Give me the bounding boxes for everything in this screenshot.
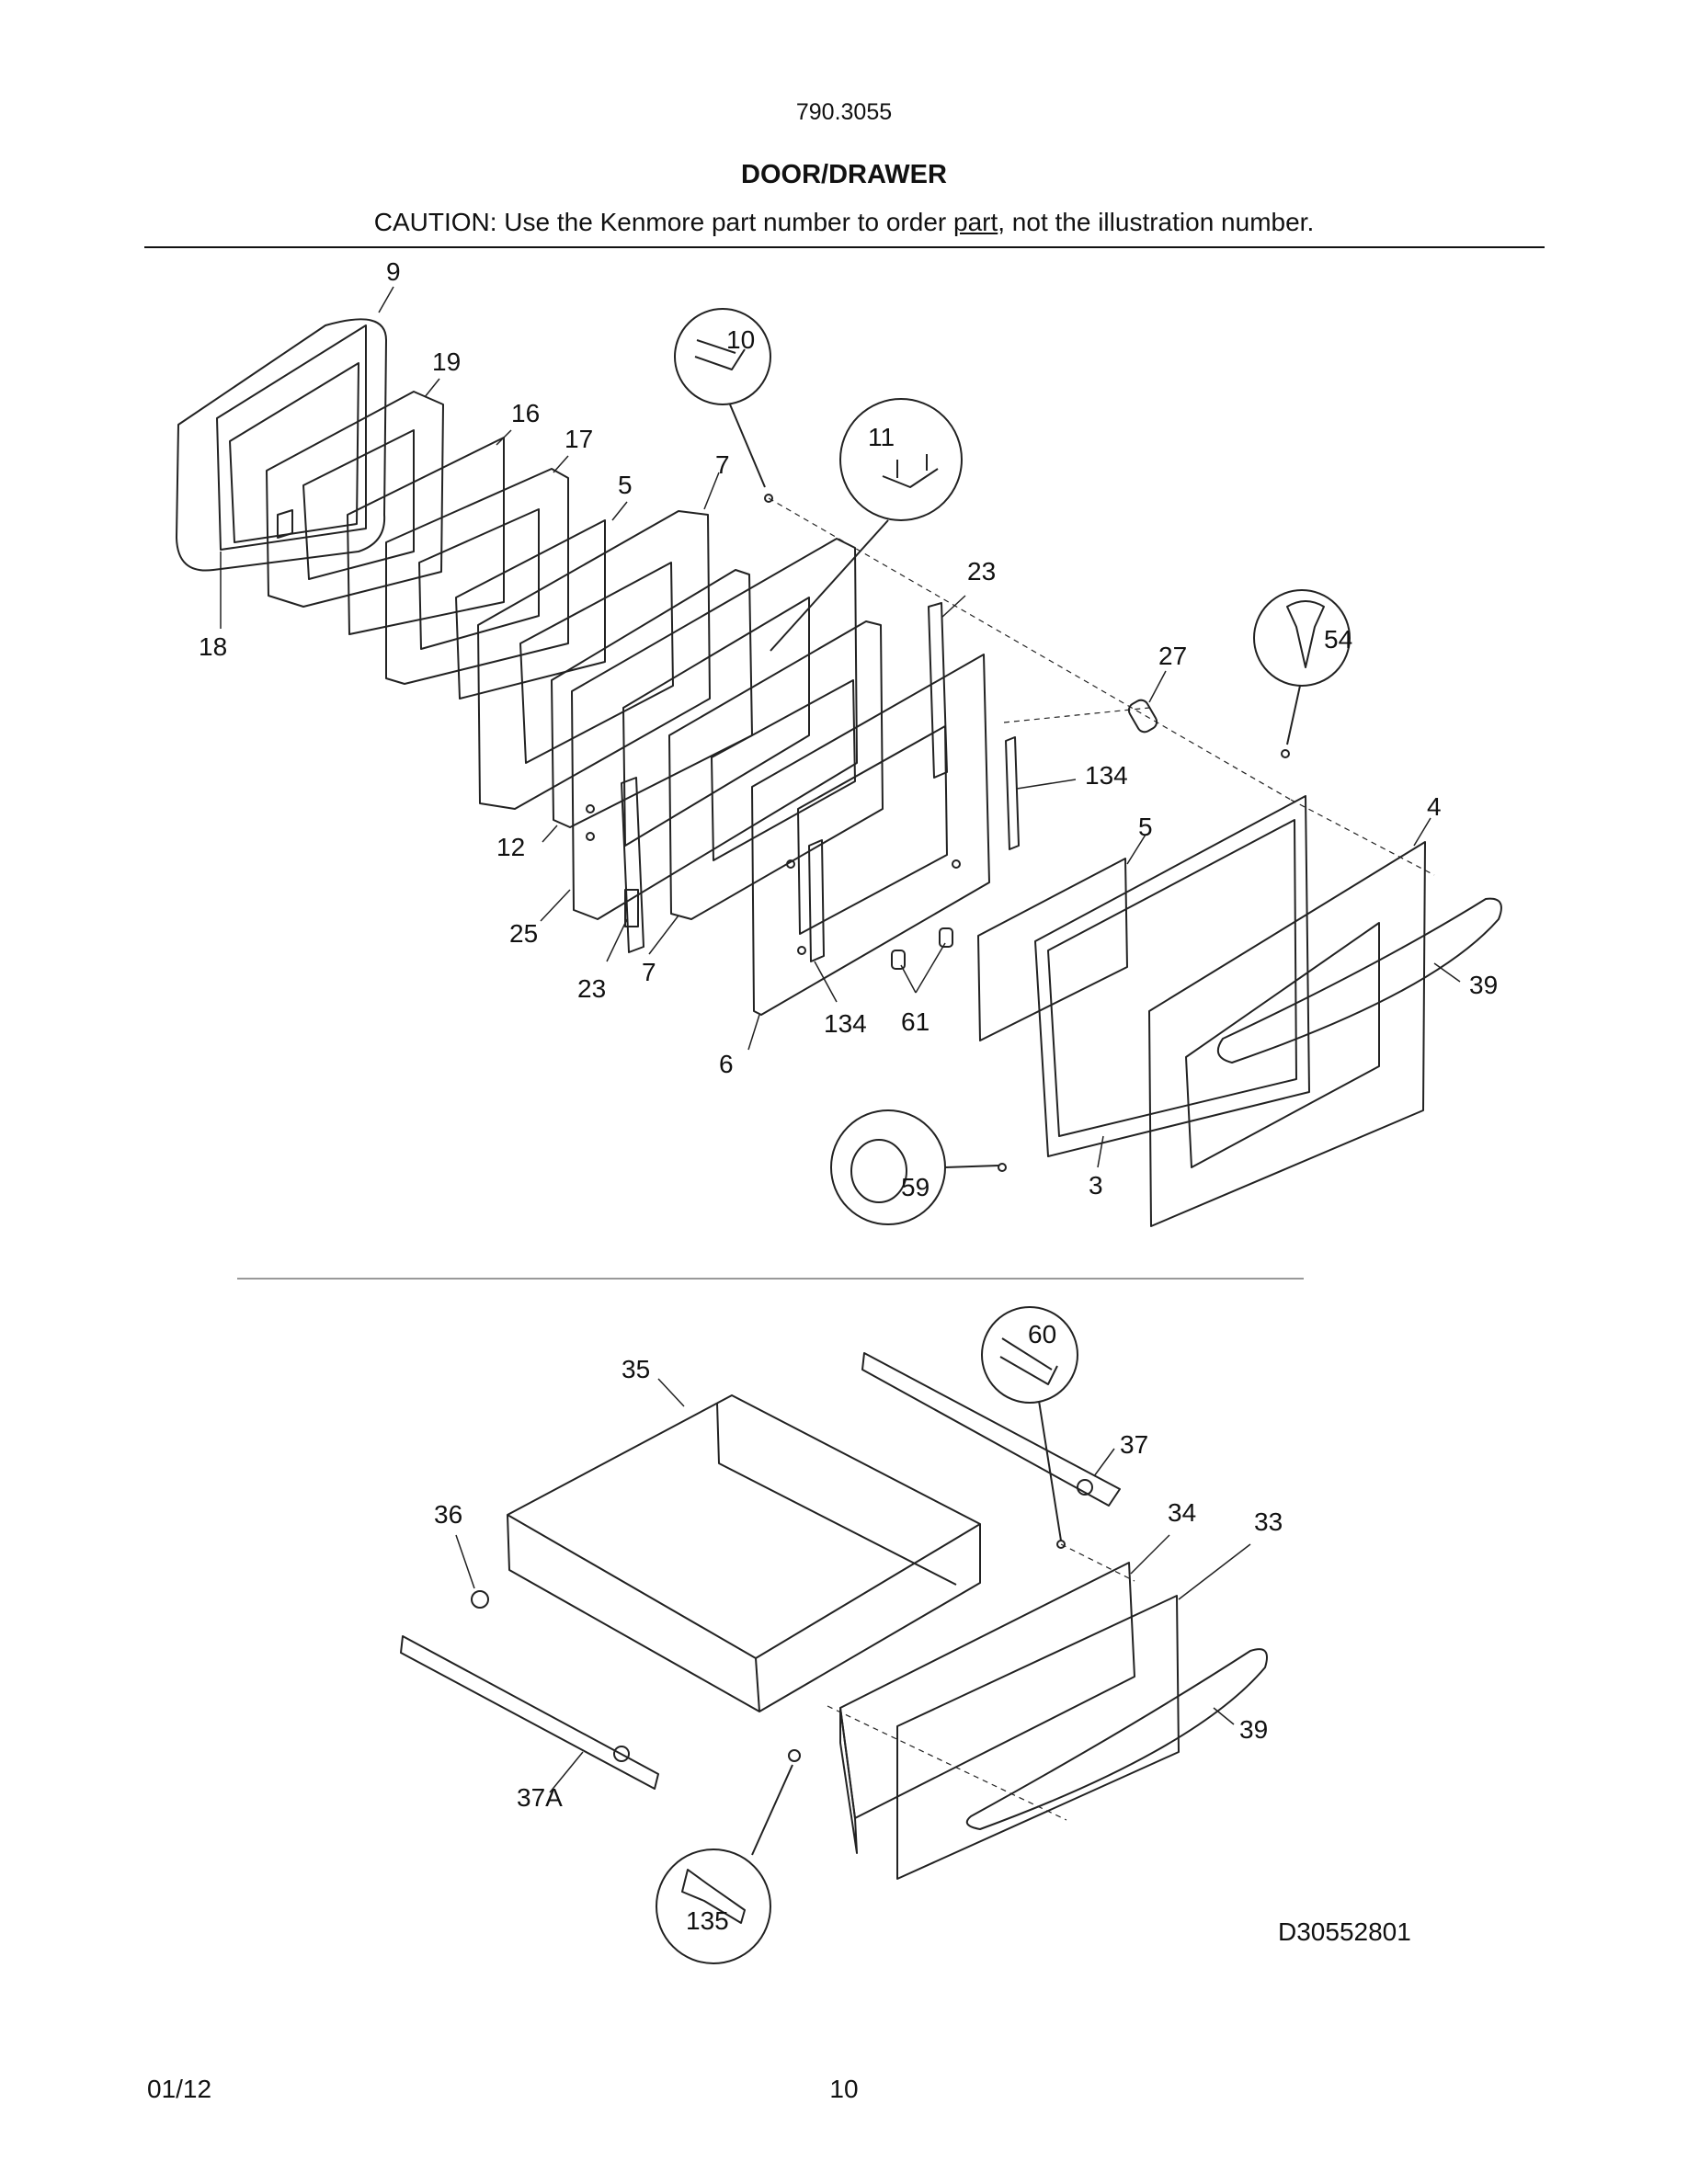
part-59-bumper [998, 1163, 1007, 1172]
part-23-hinge-upper [928, 602, 948, 779]
caution-part-link[interactable]: part [953, 208, 998, 236]
section-title: DOOR/DRAWER [741, 160, 947, 189]
callout-3: 3 [1089, 1171, 1103, 1200]
detail-circle-11 [770, 398, 963, 652]
part-27-spacer [1127, 699, 1158, 734]
part-36-roller [471, 1590, 489, 1609]
part-23-hinge-lower [621, 777, 644, 953]
callout-4: 4 [1427, 792, 1442, 821]
callout-23: 23 [967, 557, 997, 586]
part-33-drawer-front [896, 1595, 1180, 1880]
leader-lines-drawer [455, 1378, 1251, 1793]
part-37A-drawer-rail-left [400, 1635, 659, 1790]
callout-16: 16 [511, 399, 541, 427]
alignment-lines [768, 497, 1435, 876]
callout-23-lower: 23 [577, 974, 607, 1003]
callout-25: 25 [509, 919, 539, 948]
part-134-bracket-right [1005, 736, 1020, 850]
callout-7: 7 [715, 450, 730, 479]
part-134-bracket-left [808, 839, 825, 962]
part-34-drawer-front-panel [839, 1562, 1135, 1854]
caution-text-before: CAUTION: Use the Kenmore part number to … [373, 208, 953, 236]
diagram-code: D30552801 [1278, 1917, 1411, 1946]
part-135-stud [788, 1749, 801, 1762]
part-6-inner-panel [751, 654, 990, 1016]
part-61-bumper [891, 950, 906, 970]
callout-36: 36 [434, 1500, 463, 1529]
footer-page-number: 10 [829, 2075, 859, 2103]
part-37-drawer-rail-right [861, 1352, 1121, 1507]
callout-9: 9 [386, 257, 401, 286]
part-4-outer-glass [1148, 841, 1426, 1227]
caution-text-after: , not the illustration number. [998, 208, 1315, 236]
callout-33: 33 [1254, 1507, 1283, 1536]
part-61-bumper [939, 927, 953, 948]
part-39-drawer-handle [965, 1648, 1268, 1830]
callout-17: 17 [565, 425, 594, 453]
part-10-screw [764, 494, 773, 503]
callout-35: 35 [622, 1355, 651, 1383]
callout-39: 39 [1469, 971, 1499, 999]
part-25-inner-door [571, 538, 858, 920]
callout-39-drawer: 39 [1239, 1715, 1269, 1744]
callout-135: 135 [686, 1906, 729, 1935]
caution-note: CAUTION: Use the Kenmore part number to … [0, 208, 1688, 237]
part-9-door-outer-panel [176, 318, 387, 572]
callout-7-lower: 7 [642, 958, 656, 986]
callout-61: 61 [901, 1007, 930, 1036]
callout-12: 12 [496, 833, 526, 861]
callout-54: 54 [1324, 625, 1353, 654]
detail-circle-10 [674, 308, 771, 488]
header-rule [144, 246, 1545, 248]
part-5-glass-lower [977, 858, 1128, 1041]
callout-5-lower: 5 [1138, 813, 1153, 841]
callout-5: 5 [618, 471, 633, 499]
detail-circle-54 [1253, 589, 1351, 745]
part-7-door-frame-upper [477, 510, 711, 810]
section-divider [237, 1278, 1304, 1280]
part-19-door-liner [266, 391, 444, 608]
callout-59: 59 [901, 1173, 930, 1201]
part-7-door-frame-lower [668, 620, 884, 920]
footer-date: 01/12 [147, 2075, 212, 2103]
callout-134-lower: 134 [824, 1009, 867, 1038]
part-3-trim-frame [1034, 795, 1310, 1157]
callout-134: 134 [1085, 761, 1128, 790]
callout-37: 37 [1120, 1430, 1149, 1459]
part-16-glass [347, 437, 505, 635]
detail-circle-135 [656, 1764, 793, 1964]
part-39-door-handle [1216, 897, 1502, 1064]
part-35-drawer-box [507, 1394, 981, 1712]
callout-60: 60 [1028, 1320, 1057, 1348]
part-5-glass [455, 519, 606, 700]
part-54-screw [1281, 749, 1290, 758]
callout-6: 6 [719, 1050, 734, 1078]
callout-37A: 37A [517, 1783, 563, 1812]
callout-10: 10 [726, 325, 756, 354]
alignment-lines-drawer [827, 1543, 1135, 1821]
callout-19: 19 [432, 347, 462, 376]
detail-circle-59 [830, 1109, 999, 1225]
callout-11: 11 [868, 423, 895, 451]
callout-18: 18 [199, 632, 228, 661]
callout-27: 27 [1158, 642, 1188, 670]
model-number: 790.3055 [795, 99, 893, 125]
detail-circle-60 [981, 1306, 1078, 1541]
part-17-frame [385, 468, 569, 685]
leader-lines-door [220, 286, 1461, 1168]
callout-34: 34 [1168, 1498, 1197, 1527]
